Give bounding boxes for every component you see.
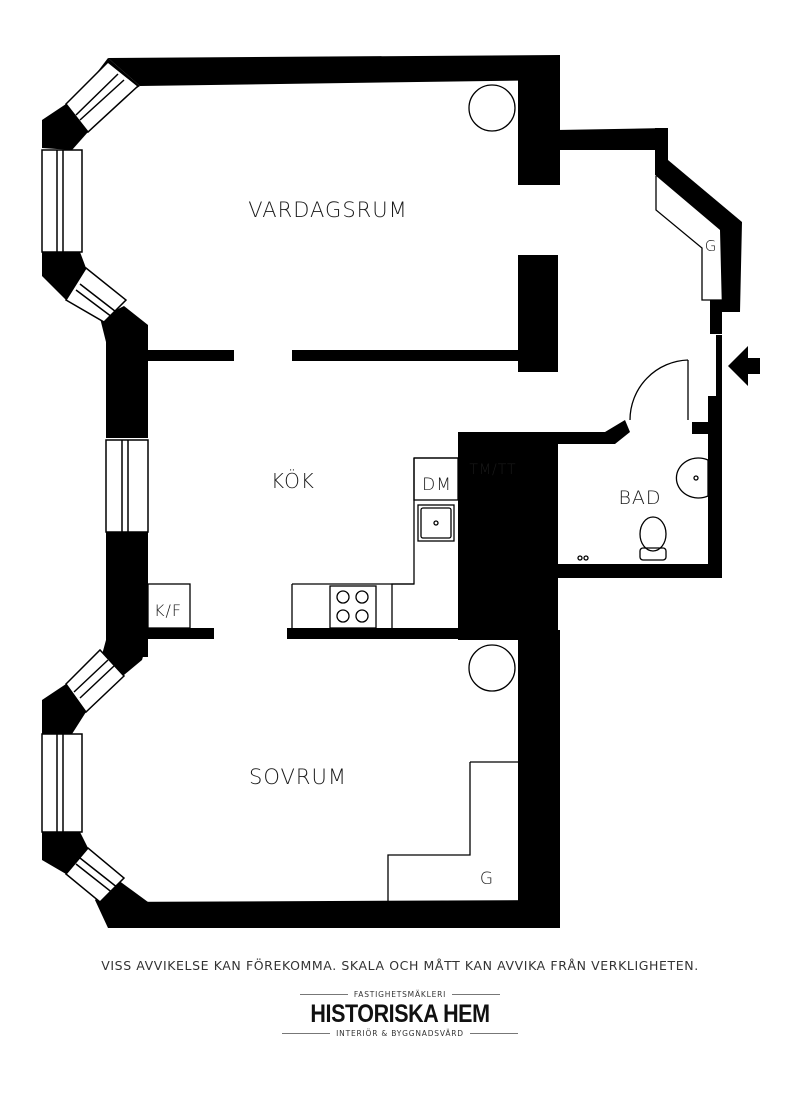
label-kf: K/F: [154, 601, 182, 620]
fixtures: [147, 84, 722, 902]
windows: [41, 60, 149, 904]
tile-stove-living: [468, 84, 516, 132]
floor-plan: VARDAGSRUM KÖK SOVRUM BAD DM TM/TT K/F G…: [41, 55, 760, 928]
label-g-hall: G: [705, 237, 718, 255]
room-label-sovrum: SOVRUM: [249, 765, 347, 789]
thin-walls: [148, 335, 722, 639]
tile-stove-bedroom: [468, 644, 516, 692]
entrance-arrow-icon: [728, 346, 760, 386]
room-label-kok: KÖK: [271, 469, 315, 493]
disclaimer-text: VISS AVVIKELSE KAN FÖREKOMMA. SKALA OCH …: [101, 958, 699, 973]
label-g-sovrum: G: [480, 869, 494, 889]
logo-bottom-line: INTERIÖR & BYGGNADSVÄRD: [0, 1029, 800, 1038]
label-dm: DM: [422, 475, 452, 495]
logo-brand: HISTORISKA HEM: [310, 1000, 490, 1028]
label-tmtt: TM/TT: [469, 462, 516, 478]
room-label-vardagsrum: VARDAGSRUM: [248, 198, 407, 222]
sink: [417, 504, 455, 542]
room-label-bad: BAD: [618, 487, 661, 509]
logo-top-line: FASTIGHETSMÄKLERI: [0, 990, 800, 999]
company-logo: FASTIGHETSMÄKLERI HISTORISKA HEM INTERIÖ…: [0, 990, 800, 1038]
walls: [42, 55, 742, 928]
stove: [329, 585, 377, 629]
